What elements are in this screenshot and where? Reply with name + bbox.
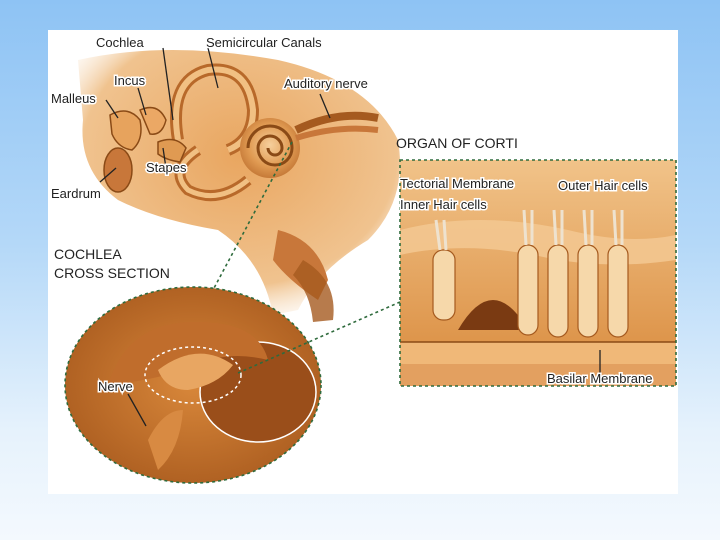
inner-ear-illustration — [78, 50, 400, 322]
label-incus: Incus — [114, 73, 146, 88]
label-auditory-nerve: Auditory nerve — [284, 76, 368, 91]
organ-of-corti-inset — [399, 159, 677, 387]
cochlea-cross-section — [64, 286, 322, 484]
label-outer-hair-cells: Outer Hair cells — [558, 178, 648, 193]
labels: Cochlea Semicircular Canals Incus Malleu… — [50, 34, 655, 396]
label-basilar-membrane: Basilar Membrane — [547, 371, 653, 386]
label-cochlea-cross-section-line2: CROSS SECTION — [54, 265, 170, 281]
label-malleus: Malleus — [51, 91, 96, 106]
label-nerve: Nerve — [98, 379, 133, 394]
label-stapes: Stapes — [146, 160, 187, 175]
label-eardrum: Eardrum — [51, 186, 101, 201]
label-semicircular-canals: Semicircular Canals — [206, 35, 322, 50]
label-inner-hair-cells: Inner Hair cells — [400, 197, 487, 212]
leader-lines — [99, 47, 601, 427]
label-organ-of-corti: ORGAN OF CORTI — [396, 135, 518, 151]
diagram-panel: Cochlea Semicircular Canals Incus Malleu… — [48, 30, 678, 494]
ear-anatomy-diagram: Cochlea Semicircular Canals Incus Malleu… — [50, 34, 677, 484]
connector-lines — [212, 141, 401, 374]
label-cochlea-cross-section-line1: COCHLEA — [54, 246, 122, 262]
label-tectorial-membrane: Tectorial Membrane — [400, 176, 514, 191]
label-cochlea: Cochlea — [96, 35, 144, 50]
